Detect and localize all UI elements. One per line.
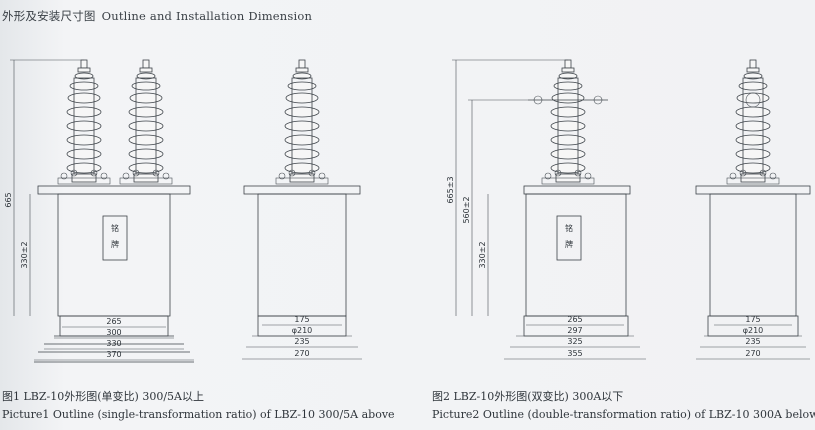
pic2-height-665: 665±3 xyxy=(446,176,455,203)
pic2-side-270: 270 xyxy=(745,349,760,358)
pic2-caption-en: Picture2 Outline (double-transformation … xyxy=(432,408,815,421)
pic2-front-view xyxy=(452,59,646,360)
pic2-width-325: 325 xyxy=(567,337,582,346)
pic2-side-235: 235 xyxy=(745,337,760,346)
pic2-height-330: 330±2 xyxy=(478,241,487,268)
pic2-nameplate-char1: 铭 xyxy=(565,223,573,233)
pic1-side-view xyxy=(242,59,362,360)
pic2-side-view xyxy=(695,59,811,360)
pic1-width-330: 330 xyxy=(106,339,121,348)
header-cn: 外形及安装尺寸图 xyxy=(2,9,96,23)
pic1-height-top: 665 xyxy=(4,192,13,207)
pic1-width-370: 370 xyxy=(106,350,121,359)
pic1-caption-en: Picture1 Outline (single-transformation … xyxy=(2,408,395,421)
pic2-height-560: 560±2 xyxy=(462,196,471,223)
pic2-width-297: 297 xyxy=(567,326,582,335)
pic1-side-210: φ210 xyxy=(292,326,313,335)
pic1-caption-cn: 图1 LBZ-10外形图(单变比) 300/5A以上 xyxy=(2,390,204,403)
pic2-side-210: φ210 xyxy=(743,326,764,335)
section-header: 外形及安装尺寸图 Outline and Installation Dimensi… xyxy=(2,8,318,24)
pic1-width-300: 300 xyxy=(106,328,121,337)
pic2-caption-cn: 图2 LBZ-10外形图(双变比) 300A以下 xyxy=(432,390,624,403)
pic1-nameplate-char1: 铭 xyxy=(111,223,119,233)
pic2-side-175: 175 xyxy=(745,315,760,324)
pic1-front-view xyxy=(10,59,194,363)
header-en: Outline and Installation Dimension xyxy=(101,9,313,23)
pic1-side-175: 175 xyxy=(294,315,309,324)
pic2-width-355: 355 xyxy=(567,349,582,358)
pic1-width-265: 265 xyxy=(106,317,121,326)
pic1-side-235: 235 xyxy=(294,337,309,346)
pic2-nameplate-char2: 牌 xyxy=(565,239,573,249)
pic1-side-270: 270 xyxy=(294,349,309,358)
pic1-nameplate-char2: 牌 xyxy=(111,239,119,249)
pic1-height-330: 330±2 xyxy=(20,241,29,268)
pic2-width-265: 265 xyxy=(567,315,582,324)
